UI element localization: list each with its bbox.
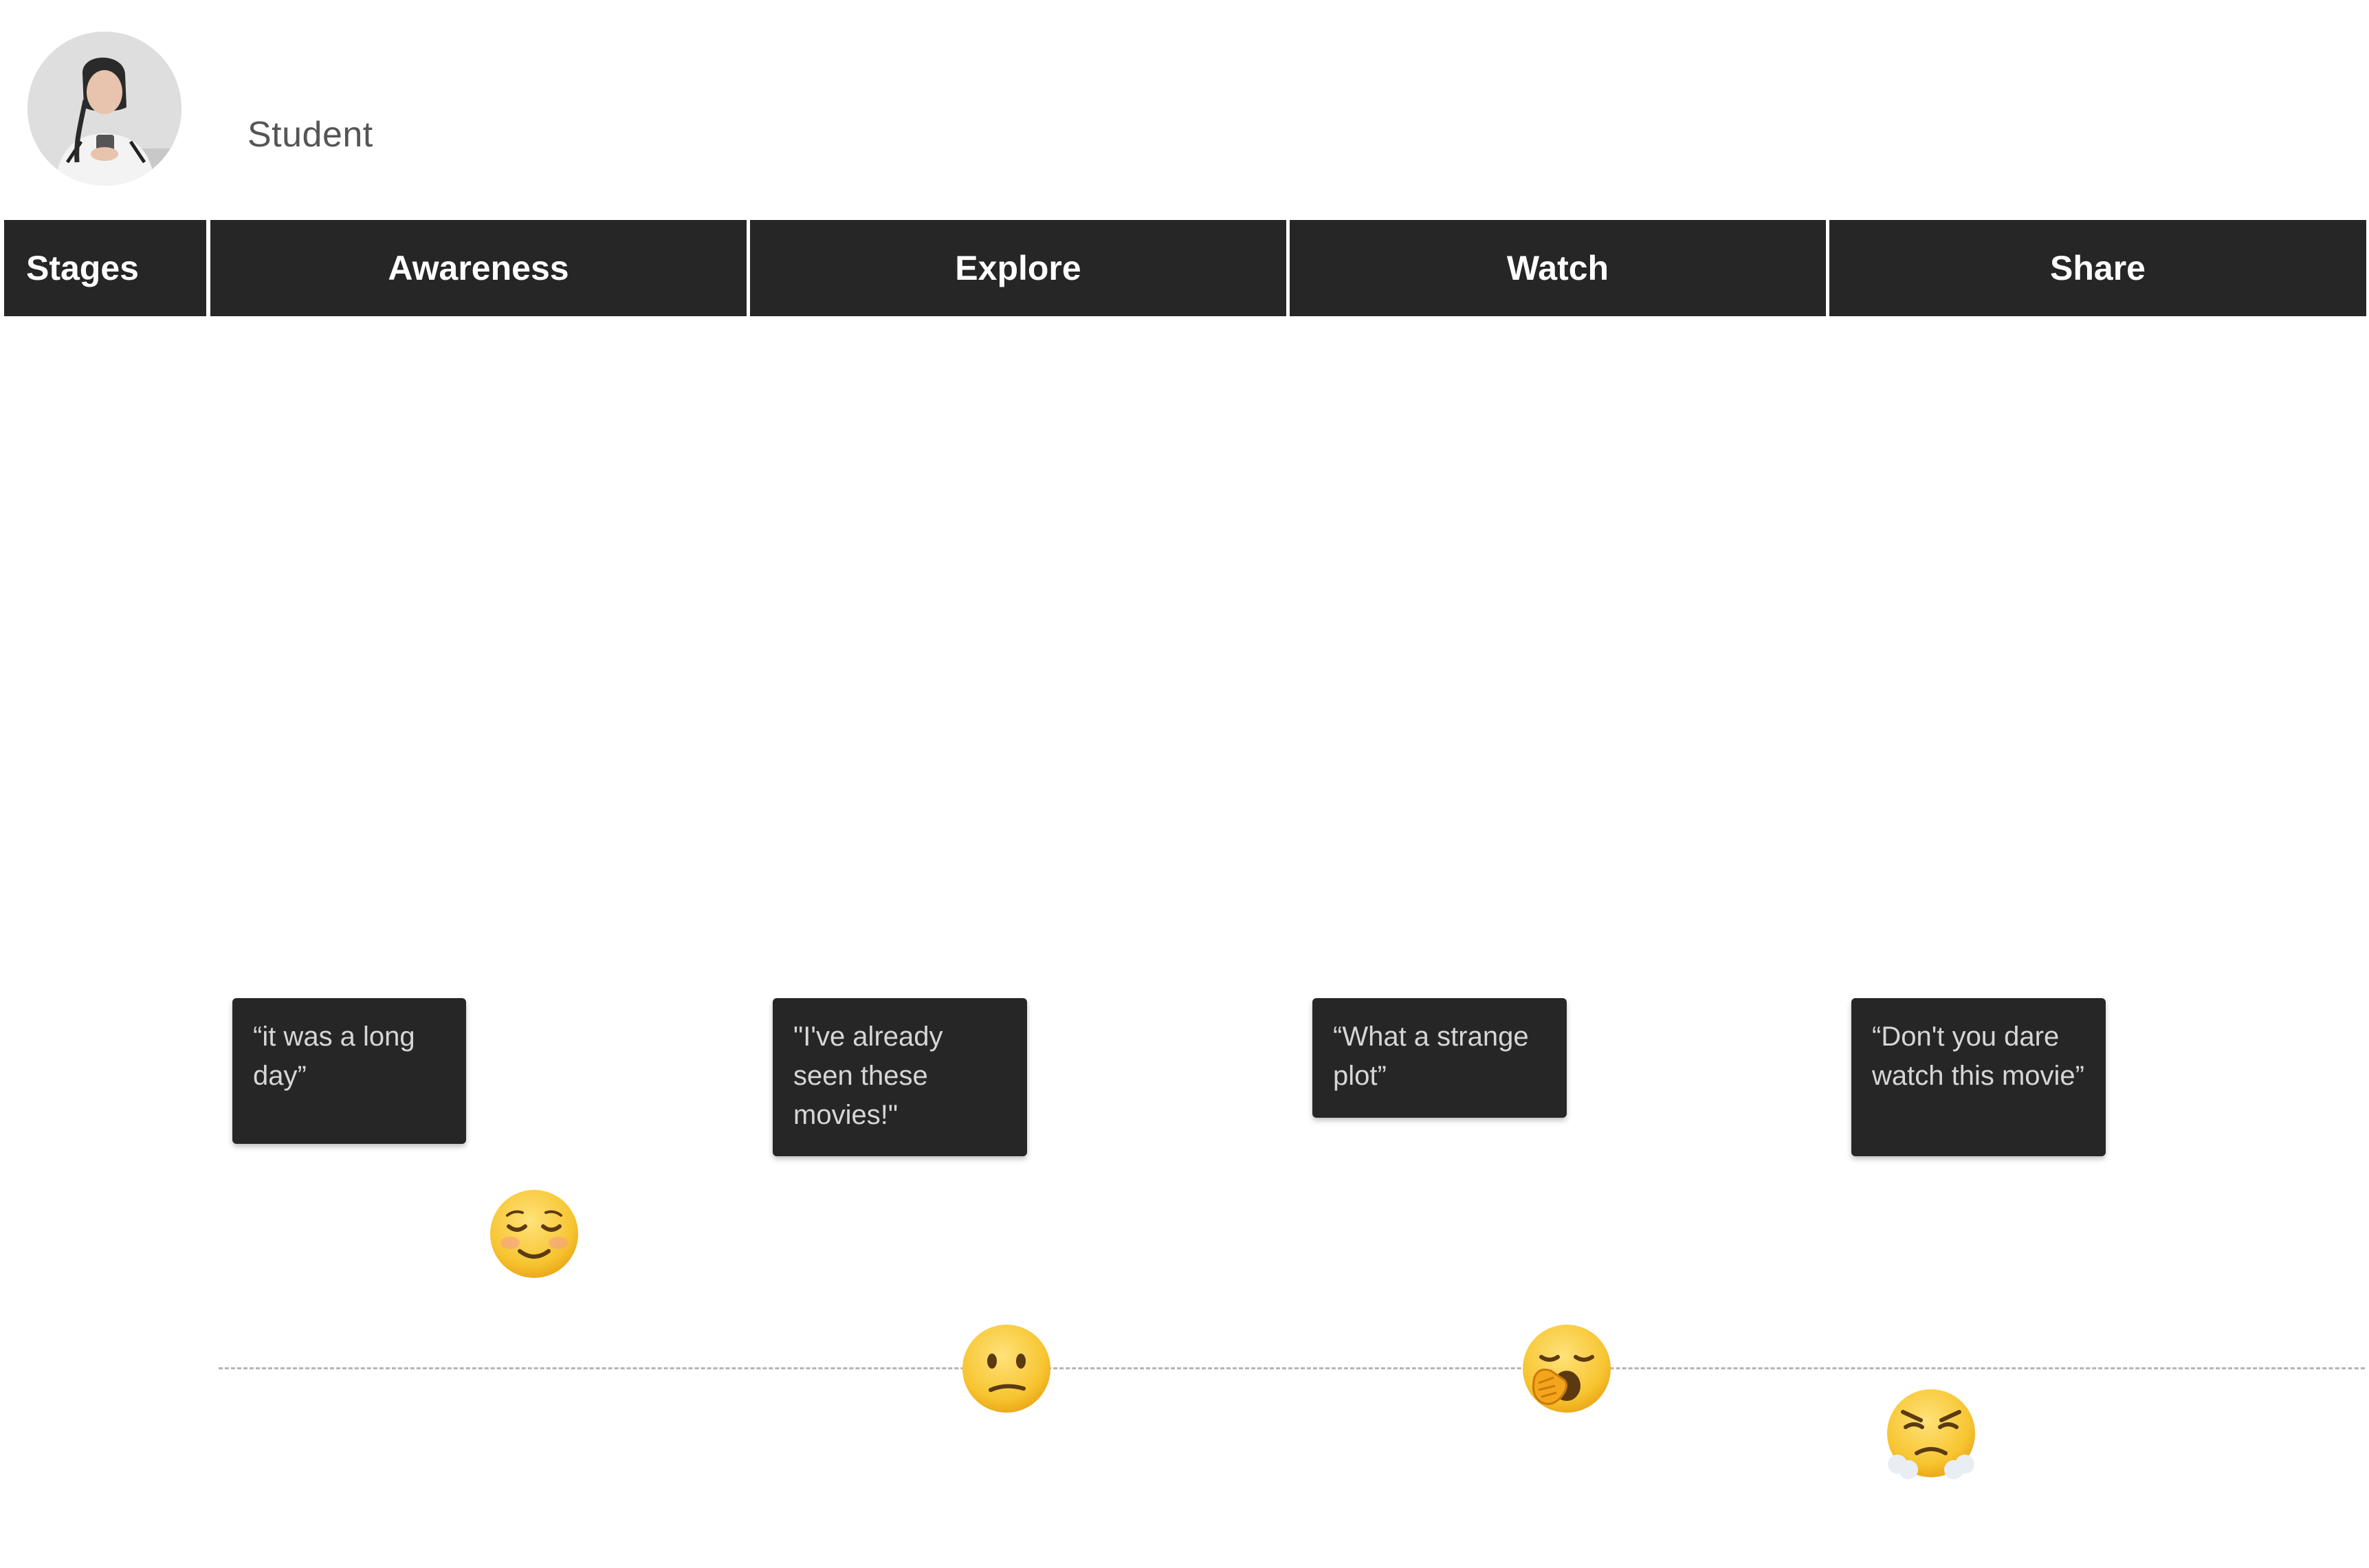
- stage-explore: Explore: [750, 220, 1286, 316]
- stage-awareness: Awareness: [210, 220, 747, 316]
- stage-header-row: Stages Awareness Explore Watch Share: [4, 220, 2366, 316]
- quote-card-share: “Don't you dare watch this movie”: [1851, 998, 2106, 1156]
- smiling-face-icon: [490, 1190, 578, 1278]
- emotion-baseline: [219, 1367, 2288, 1369]
- confused-face-icon: [962, 1325, 1050, 1413]
- emotion-awareness: [488, 1188, 580, 1280]
- stage-watch: Watch: [1290, 220, 1826, 316]
- emotion-baseline-end: [2271, 1367, 2365, 1369]
- stages-header-cell: Stages: [4, 220, 206, 316]
- quote-card-awareness: “it was a long day”: [232, 998, 466, 1144]
- emotion-watch: [1521, 1323, 1613, 1415]
- stage-share: Share: [1829, 220, 2366, 316]
- emotion-explore: [960, 1323, 1053, 1415]
- yawning-face-icon: [1523, 1325, 1611, 1413]
- quote-card-watch: “What a strange plot”: [1312, 998, 1567, 1118]
- quote-card-explore: "I've already seen these movies!": [773, 998, 1027, 1156]
- face-with-steam-icon: [1887, 1389, 1975, 1479]
- persona-label: Student: [247, 115, 373, 155]
- person-photo-icon: [27, 32, 181, 186]
- persona-avatar: [27, 32, 181, 186]
- emotion-share: [1885, 1387, 1977, 1479]
